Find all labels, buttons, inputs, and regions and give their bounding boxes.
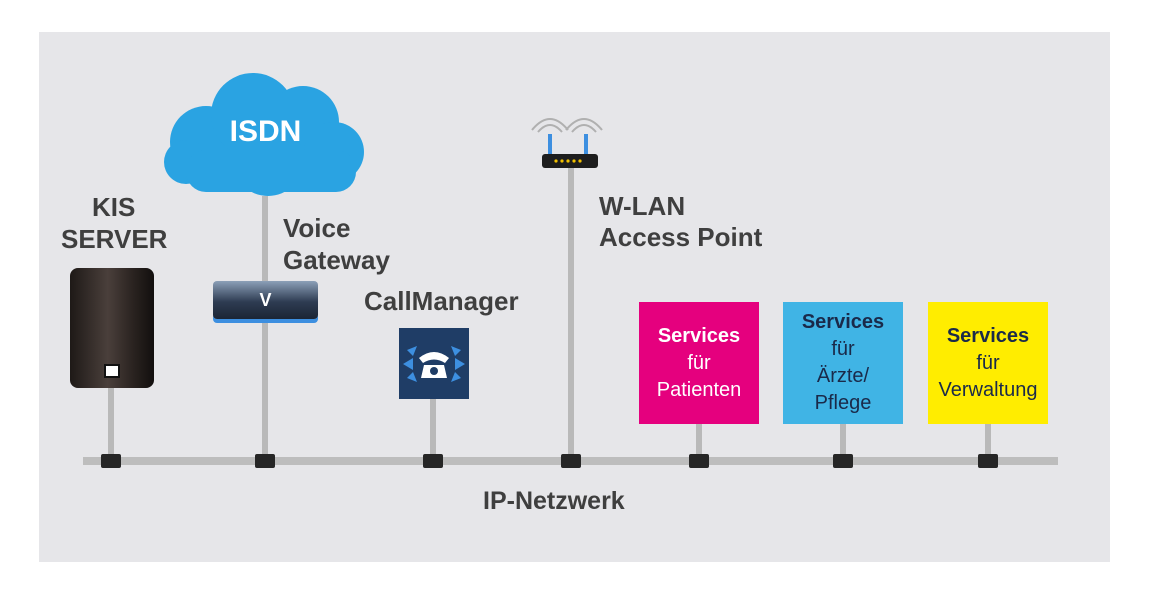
bus-node	[423, 454, 443, 468]
service-box-admin: Services für Verwaltung	[928, 302, 1048, 424]
service-admin-stem	[985, 423, 991, 460]
server-port-icon	[104, 364, 120, 378]
service-text: Pflege	[814, 392, 872, 414]
router-icon	[531, 118, 603, 168]
service-text: Ärzte/	[816, 365, 870, 387]
kis-server-label-line2: SERVER	[61, 224, 168, 254]
service-text: für	[687, 351, 711, 374]
server-icon	[70, 268, 154, 388]
service-text: für	[976, 351, 1000, 374]
bus-node	[978, 454, 998, 468]
voice-gateway-label-line2: Gateway	[283, 245, 390, 275]
service-title: Services	[946, 324, 1030, 347]
service-patients-stem	[696, 423, 702, 460]
service-title: Services	[801, 311, 885, 333]
voice-gateway-label-line1: Voice	[283, 213, 351, 243]
cloud-icon	[164, 73, 364, 196]
kis-server-stem	[108, 386, 114, 460]
service-box-doctors: Services für Ärzte/ Pflege	[783, 302, 903, 424]
bus-node	[561, 454, 581, 468]
bus-node	[255, 454, 275, 468]
network-label: IP-Netzwerk	[483, 487, 625, 515]
wlan-stem	[568, 168, 574, 460]
service-text: Patienten	[656, 378, 742, 401]
phone-icon	[403, 346, 465, 382]
service-text: für	[831, 338, 855, 360]
callmanager-stem	[430, 398, 436, 460]
service-doctors-stem	[840, 423, 846, 460]
service-text: Verwaltung	[938, 378, 1038, 401]
bus-node	[833, 454, 853, 468]
callmanager-label: CallManager	[364, 286, 519, 316]
bus-node	[689, 454, 709, 468]
kis-server-label-line1: KIS	[92, 192, 136, 222]
service-box-patients: Services für Patienten	[639, 302, 759, 424]
gateway-stem	[262, 196, 268, 460]
bus-node	[101, 454, 121, 468]
wlan-label-line1: W-LAN	[599, 191, 686, 221]
service-title: Services	[657, 324, 741, 347]
callmanager-box	[399, 328, 469, 399]
isdn-label: ISDN	[229, 115, 302, 148]
gateway-icon: V	[213, 281, 318, 319]
gateway-badge: V	[259, 289, 272, 310]
wlan-label-line2: Access Point	[599, 222, 763, 252]
